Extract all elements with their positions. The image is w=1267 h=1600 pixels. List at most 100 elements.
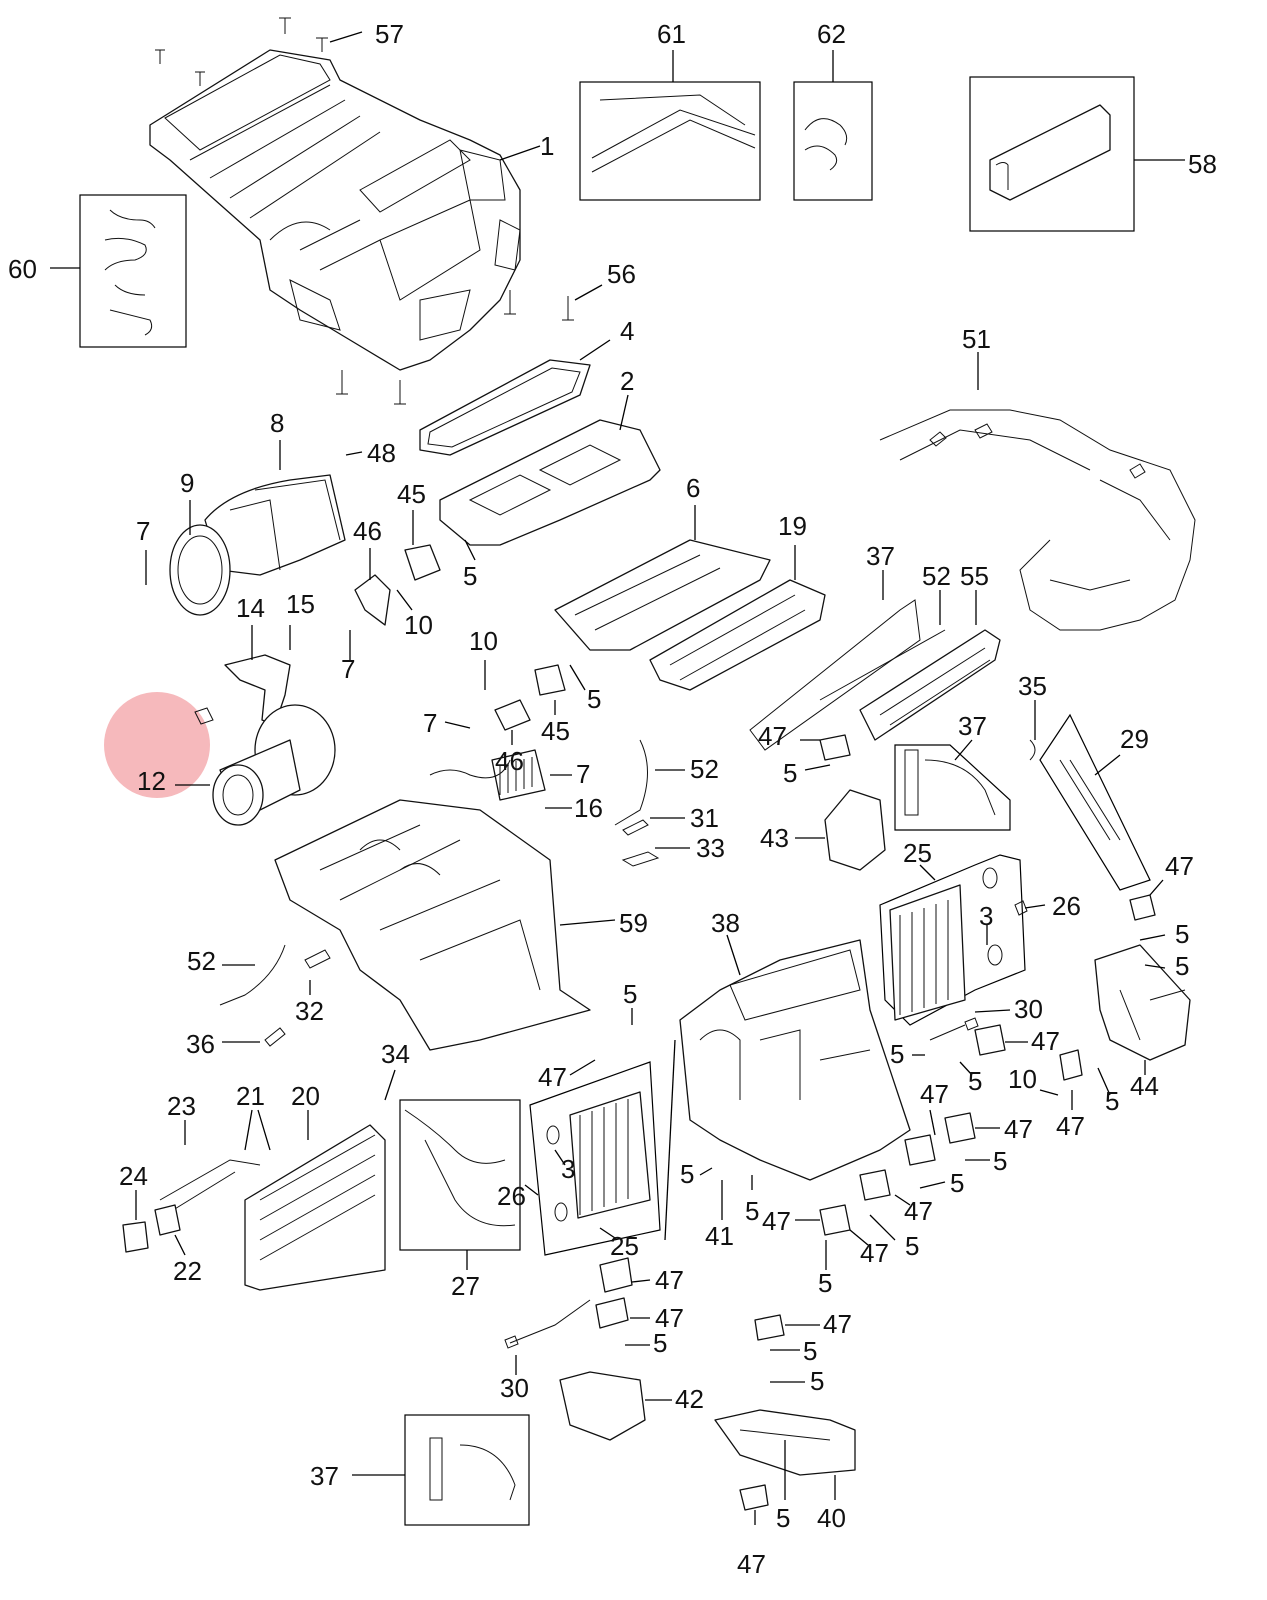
callout-55: 55 [960,561,989,591]
callout-30: 30 [1014,994,1043,1024]
callout-5: 5 [803,1336,817,1366]
callout-47: 47 [904,1196,933,1226]
callout-5: 5 [1105,1086,1119,1116]
callout-2: 2 [620,366,634,396]
part-45-block-upper [404,544,441,581]
callout-52: 52 [922,561,951,591]
callout-41: 41 [705,1221,734,1251]
callout-16: 16 [574,793,603,823]
callout-56: 56 [607,259,636,289]
part-51-wiring-harness [879,409,1196,631]
part-33-connector [621,851,660,867]
part-26-clip-right [1014,900,1028,916]
callout-9: 9 [180,468,194,498]
callout-5: 5 [776,1503,790,1533]
callout-40: 40 [817,1503,846,1533]
callout-10: 10 [404,610,433,640]
callout-5: 5 [1175,919,1189,949]
callout-14: 14 [236,593,265,623]
callout-5: 5 [680,1159,694,1189]
part-44-duct [1094,944,1191,1061]
part-35-clip [1029,739,1036,761]
callout-47: 47 [1056,1111,1085,1141]
part-46-bracket-lower [494,699,531,731]
callout-38: 38 [711,908,740,938]
part-62-hose [804,118,848,171]
callout-5: 5 [587,684,601,714]
callout-10: 10 [1008,1064,1037,1094]
part-60-hoses [104,209,156,336]
callout-5: 5 [818,1268,832,1298]
callout-5: 5 [810,1366,824,1396]
part-12-blower-motor [194,704,336,826]
callout-37: 37 [958,711,987,741]
callout-5: 5 [890,1039,904,1069]
part-52-strip [819,629,946,701]
part-32-clip [304,949,331,969]
callout-5: 5 [905,1231,919,1261]
part-1-heater-housing [149,17,574,405]
part-4-gasket [419,359,591,456]
part-19-tray [649,579,826,691]
part-9-ring [169,524,231,616]
part-47-mount-right-3 [1059,1049,1083,1081]
part-16-resistor [429,749,546,801]
part-36-clip [264,1027,286,1047]
part-61-pipe-box [579,81,761,201]
callout-43: 43 [760,823,789,853]
part-52-clip-left [219,944,286,1006]
part-8-blower-housing [204,474,346,576]
part-47-mount-mid [819,734,851,761]
part-27-pipe-box [399,1099,521,1251]
callout-5: 5 [463,561,477,591]
callout-45: 45 [541,716,570,746]
part-37-seal-box-lower [404,1414,530,1526]
callout-7: 7 [423,708,437,738]
callout-57: 57 [375,19,404,49]
callout-47: 47 [1165,851,1194,881]
callout-7: 7 [341,654,355,684]
part-58-edge-seal [989,104,1111,201]
callout-37: 37 [310,1461,339,1491]
callout-34: 34 [381,1039,410,1069]
callout-47: 47 [762,1206,791,1236]
callout-5: 5 [993,1146,1007,1176]
callout-52: 52 [187,946,216,976]
callout-26: 26 [1052,891,1081,921]
callout-37: 37 [866,541,895,571]
callout-52: 52 [690,754,719,784]
callout-25: 25 [903,838,932,868]
part-43-actuator [824,789,886,871]
callout-6: 6 [686,473,700,503]
callout-5: 5 [623,979,637,1009]
callout-5: 5 [653,1328,667,1358]
callout-47: 47 [758,721,787,751]
callout-35: 35 [1018,671,1047,701]
part-62-hose-box [793,81,873,201]
callout-31: 31 [690,803,719,833]
callout-22: 22 [173,1256,202,1286]
callout-4: 4 [620,316,634,346]
callout-61: 61 [657,19,686,49]
callout-30: 30 [500,1373,529,1403]
part-45-block-lower [534,664,566,696]
callout-62: 62 [817,19,846,49]
callout-25: 25 [610,1231,639,1261]
callout-7: 7 [136,516,150,546]
part-47-mount-right [1129,894,1156,921]
callout-47: 47 [1004,1114,1033,1144]
part-31-clip [622,819,649,836]
part-22-pipe-assembly [154,1159,261,1236]
callout-19: 19 [778,511,807,541]
callout-26: 26 [497,1181,526,1211]
callout-5: 5 [968,1066,982,1096]
part-61-pipes [591,94,756,173]
part-52-clip-mid [614,739,648,826]
callout-46: 46 [353,516,382,546]
callout-33: 33 [696,833,725,863]
part-38-housing [679,939,911,1181]
callout-32: 32 [295,996,324,1026]
callout-48: 48 [367,438,396,468]
callout-29: 29 [1120,724,1149,754]
part-59-lower-housing [274,799,591,1051]
